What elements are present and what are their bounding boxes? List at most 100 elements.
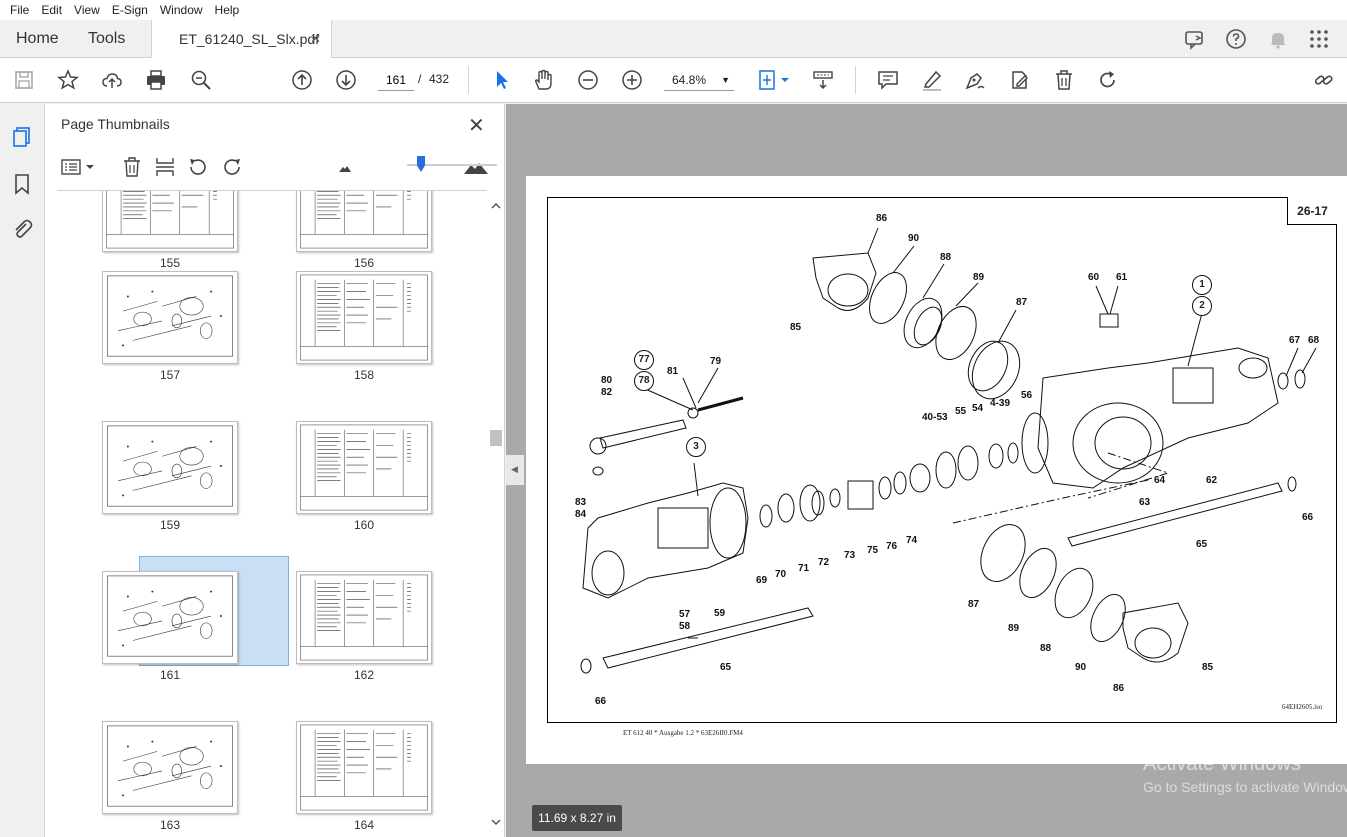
close-panel-icon[interactable]: ✕ <box>468 115 485 137</box>
menu-file[interactable]: File <box>10 3 30 17</box>
select-cursor-icon[interactable] <box>490 68 514 92</box>
tab-tools[interactable]: Tools <box>88 30 126 47</box>
save-icon[interactable] <box>12 68 36 92</box>
zoom-out-icon[interactable] <box>576 68 600 92</box>
page-thumbnail[interactable] <box>102 271 238 364</box>
chevron-left-icon: ◀ <box>511 464 518 474</box>
callout-label: 88 <box>1040 643 1052 654</box>
page-thumbnail[interactable] <box>102 571 238 664</box>
print-icon[interactable] <box>144 68 168 92</box>
page-thumbnail[interactable] <box>296 191 432 252</box>
page-number-box: 26-17 <box>1287 197 1337 225</box>
bookmark-star-icon[interactable] <box>56 68 80 92</box>
page-thumbnail[interactable] <box>296 571 432 664</box>
callout-label: 79 <box>710 356 722 367</box>
page-thumbnail[interactable] <box>296 721 432 814</box>
rotate-redo-icon[interactable] <box>1096 68 1120 92</box>
page-thumbnail[interactable] <box>296 421 432 514</box>
callout-label: 70 <box>775 569 787 580</box>
bookmark-icon[interactable] <box>10 172 34 196</box>
callout-label: 69 <box>756 575 768 586</box>
page-thumbnail[interactable] <box>102 721 238 814</box>
menu-window[interactable]: Window <box>159 3 203 17</box>
panel-title: Page Thumbnails <box>61 116 170 132</box>
callout-label: 40-53 <box>922 412 948 423</box>
circled-callout: 3 <box>686 437 706 457</box>
callout-label: 87 <box>968 599 980 610</box>
page-number-input[interactable] <box>378 69 414 91</box>
callout-label: 90 <box>908 233 920 244</box>
delete-trash-icon[interactable] <box>1052 68 1076 92</box>
highlight-pen-icon[interactable] <box>920 68 944 92</box>
fit-page-icon[interactable] <box>756 68 792 92</box>
thumbnail-size-slider[interactable] <box>407 164 497 166</box>
zoom-in-icon[interactable] <box>620 68 644 92</box>
callout-label: 59 <box>714 608 726 619</box>
activation-watermark-title: Activate Windows <box>1143 753 1301 775</box>
share-screen-icon[interactable] <box>1183 27 1207 51</box>
thumbnail-page-label: 156 <box>353 256 375 270</box>
callout-label: 86 <box>876 213 888 224</box>
callout-label: 74 <box>906 535 918 546</box>
page-thumbnail[interactable] <box>102 191 238 252</box>
delete-page-icon[interactable] <box>121 156 143 178</box>
rotate-left-icon[interactable] <box>187 156 209 178</box>
menu-view[interactable]: View <box>74 3 100 17</box>
callout-label: 75 <box>867 545 879 556</box>
thumbnail-page-label: 157 <box>159 368 181 382</box>
previous-page-icon[interactable] <box>290 68 314 92</box>
callout-label: 57 <box>679 609 691 620</box>
callout-label: 61 <box>1116 272 1128 283</box>
thumbnail-page-label: 159 <box>159 518 181 532</box>
menu-help[interactable]: Help <box>214 3 240 17</box>
sign-pen-icon[interactable] <box>963 68 987 92</box>
thumbnail-page-label: 155 <box>159 256 181 270</box>
tab-home[interactable]: Home <box>16 30 59 47</box>
large-thumbnail-icon[interactable] <box>463 156 489 178</box>
notification-bell-icon[interactable] <box>1266 27 1290 51</box>
options-menu-icon[interactable] <box>61 156 97 178</box>
upload-cloud-icon[interactable] <box>100 68 124 92</box>
attachment-icon[interactable] <box>10 217 34 241</box>
extract-pages-icon[interactable] <box>154 156 176 178</box>
exploded-parts-drawing <box>580 227 1317 674</box>
callout-label: 88 <box>940 252 952 263</box>
search-zoom-icon[interactable] <box>189 68 213 92</box>
edit-document-icon[interactable] <box>1008 68 1032 92</box>
callout-label: 86 <box>1113 683 1125 694</box>
scroll-up-icon[interactable] <box>490 200 502 212</box>
menu-edit[interactable]: Edit <box>41 3 63 17</box>
hand-tool-icon[interactable] <box>531 68 555 92</box>
page-thumbnail[interactable] <box>296 271 432 364</box>
thumbnail-scrollbar[interactable] <box>488 196 502 832</box>
help-icon[interactable] <box>1224 27 1248 51</box>
thumbnail-page-label: 163 <box>159 818 181 832</box>
apps-grid-icon[interactable] <box>1307 27 1331 51</box>
scroll-mode-icon[interactable] <box>811 68 835 92</box>
circled-callout: 1 <box>1192 275 1212 295</box>
callout-label: 82 <box>601 387 613 398</box>
scroll-down-icon[interactable] <box>490 816 502 828</box>
next-page-icon[interactable] <box>334 68 358 92</box>
rotate-right-icon[interactable] <box>221 156 243 178</box>
thumbnail-toolbar <box>45 148 505 184</box>
close-tab-icon[interactable]: ✕ <box>310 31 321 46</box>
circled-callout: 78 <box>634 371 654 391</box>
zoom-level-dropdown[interactable]: 64.8% ▼ <box>664 69 734 91</box>
page-thumbnails-icon[interactable] <box>10 125 34 149</box>
tab-document[interactable]: ET_61240_SL_Slx.pdf ✕ <box>151 20 332 59</box>
small-thumbnail-icon[interactable] <box>336 156 354 178</box>
page-thumbnail[interactable] <box>102 421 238 514</box>
collapse-panel-handle[interactable]: ◀ <box>506 455 524 485</box>
callout-label: 84 <box>575 509 587 520</box>
menu-esign[interactable]: E-Sign <box>111 3 148 17</box>
navigation-rail <box>0 104 45 837</box>
toolbar-divider <box>468 66 469 94</box>
share-link-icon[interactable] <box>1312 68 1336 92</box>
thumbnail-size-slider-handle[interactable] <box>417 156 425 172</box>
callout-label: 63 <box>1139 497 1151 508</box>
scrollbar-thumb[interactable] <box>490 430 502 446</box>
total-pages: 432 <box>429 72 450 86</box>
comment-icon[interactable] <box>876 68 900 92</box>
